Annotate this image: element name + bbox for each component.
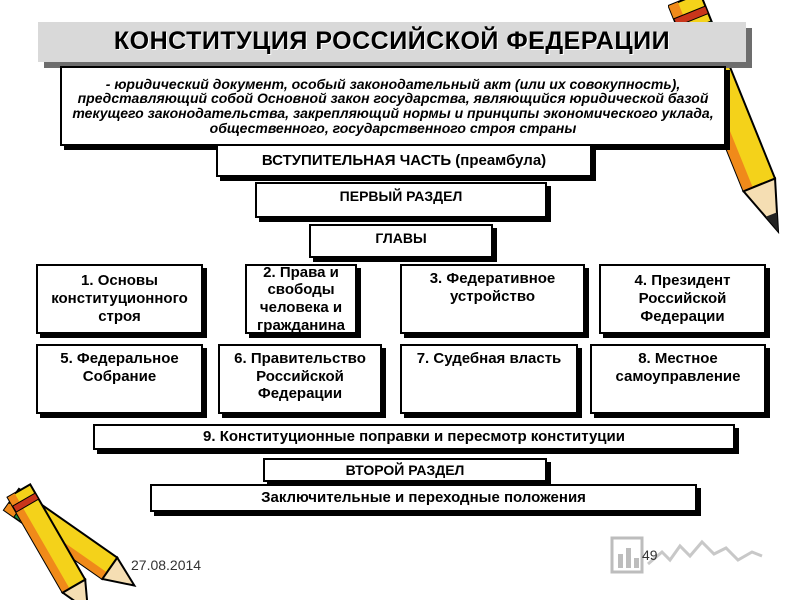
chapter-box-1: 1. Основы конституционного строя [36, 264, 203, 334]
preamble-label: ВСТУПИТЕЛЬНАЯ ЧАСТЬ (преамбула) [261, 151, 547, 169]
chapter-box-9: 9. Конституционные поправки и пересмотр … [93, 424, 735, 450]
chapters-header-box: ГЛАВЫ [309, 224, 493, 258]
final-provisions-label: Заключительные и переходные положения [261, 489, 586, 506]
page-title: КОНСТИТУЦИЯ РОССИЙСКОЙ ФЕДЕРАЦИИ [113, 27, 671, 56]
final-provisions-box: Заключительные и переходные положения [150, 484, 697, 512]
chapter-label: 1. Основы конституционного строя [51, 272, 188, 325]
second-section-label: ВТОРОЙ РАЗДЕЛ [345, 461, 465, 478]
chapter-box-3: 3. Федеративное устройство [400, 264, 585, 334]
chapter-box-8: 8. Местное самоуправление [590, 344, 766, 414]
second-section-box: ВТОРОЙ РАЗДЕЛ [263, 458, 547, 482]
chapter-box-6: 6. Правительство Российской Федерации [218, 344, 382, 414]
pencils-icon [2, 483, 137, 600]
slide-date: 27.08.2014 [131, 557, 202, 573]
chapter-label: 4. Президент Российской Федерации [634, 272, 731, 325]
chapter-label: 8. Местное самоуправление [615, 350, 741, 385]
chapter-label: 5. Федеральное Собрание [60, 350, 179, 385]
chart-icon [610, 536, 763, 574]
chapters-header-label: ГЛАВЫ [375, 230, 427, 246]
chapter-box-5: 5. Федеральное Собрание [36, 344, 203, 414]
chapter-label: 6. Правительство Российской Федерации [234, 350, 366, 403]
chapter-label: 7. Судебная власть [416, 350, 562, 367]
preamble-box: ВСТУПИТЕЛЬНАЯ ЧАСТЬ (преамбула) [216, 146, 592, 177]
title-banner: КОНСТИТУЦИЯ РОССИЙСКОЙ ФЕДЕРАЦИИ [38, 22, 746, 62]
chapter-label: 2. Права и свободы человека и гражданина [257, 263, 345, 334]
chapter-box-7: 7. Судебная власть [400, 344, 578, 414]
first-section-box: ПЕРВЫЙ РАЗДЕЛ [255, 182, 547, 218]
chapter-label: 9. Конституционные поправки и пересмотр … [203, 428, 625, 446]
first-section-label: ПЕРВЫЙ РАЗДЕЛ [339, 188, 463, 204]
chapter-box-4: 4. Президент Российской Федерации [599, 264, 766, 334]
definition-box: - юридический документ, особый законодат… [60, 66, 726, 146]
definition-text: - юридический документ, особый законодат… [72, 75, 714, 136]
chapter-box-2: 2. Права и свободы человека и гражданина [245, 264, 357, 334]
chapter-label: 3. Федеративное устройство [429, 270, 556, 305]
page-number: 49 [642, 547, 658, 563]
